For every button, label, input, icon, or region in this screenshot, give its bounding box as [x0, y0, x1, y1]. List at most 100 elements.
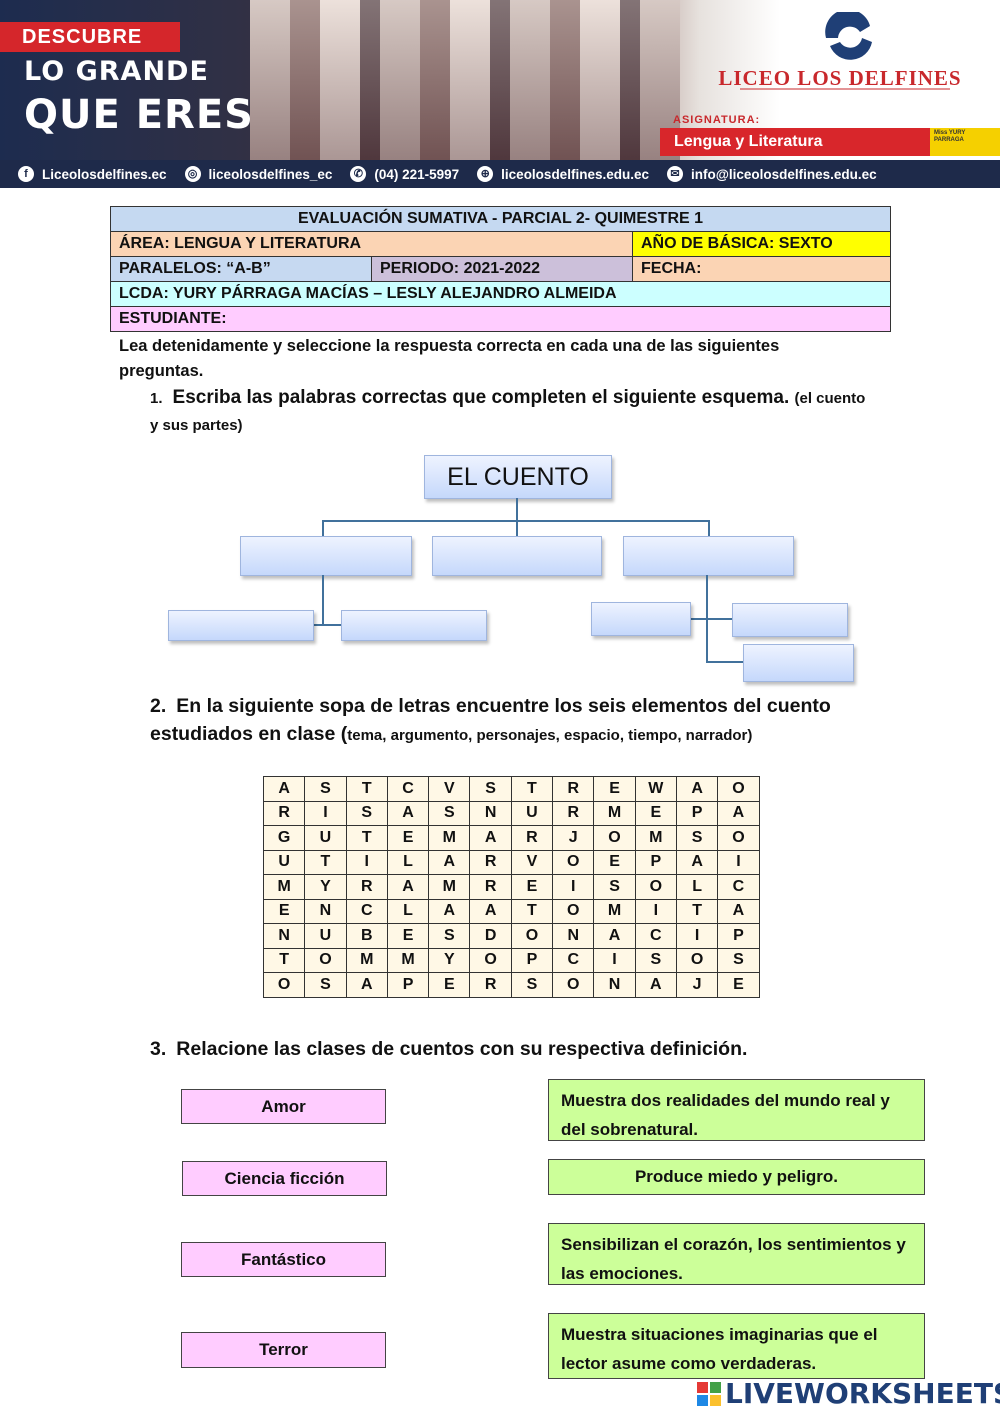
- word-search-cell[interactable]: A: [675, 849, 719, 875]
- word-search-cell[interactable]: T: [675, 898, 719, 924]
- word-search-cell[interactable]: P: [717, 923, 760, 949]
- word-search-cell[interactable]: E: [593, 776, 636, 802]
- answer-box-sub-4[interactable]: [732, 603, 848, 637]
- word-search-cell[interactable]: U: [304, 825, 347, 851]
- word-search-cell[interactable]: N: [552, 923, 595, 949]
- match-left-amor[interactable]: Amor: [181, 1089, 386, 1124]
- word-search-cell[interactable]: T: [262, 947, 306, 973]
- word-search-cell[interactable]: S: [469, 776, 512, 802]
- word-search-cell[interactable]: O: [717, 825, 760, 851]
- word-search-cell[interactable]: M: [428, 825, 471, 851]
- word-search-cell[interactable]: N: [262, 923, 306, 949]
- word-search-cell[interactable]: S: [675, 825, 719, 851]
- word-search-cell[interactable]: C: [717, 874, 760, 900]
- word-search-cell[interactable]: U: [304, 923, 347, 949]
- word-search-cell[interactable]: E: [593, 849, 636, 875]
- word-search-cell[interactable]: R: [552, 776, 595, 802]
- word-search-cell[interactable]: O: [552, 849, 595, 875]
- match-left-fantastico[interactable]: Fantástico: [181, 1242, 386, 1277]
- word-search-cell[interactable]: V: [428, 776, 471, 802]
- word-search-cell[interactable]: O: [675, 947, 719, 973]
- match-right-4[interactable]: Muestra situaciones imaginarias que el l…: [548, 1313, 925, 1379]
- word-search-cell[interactable]: M: [593, 898, 636, 924]
- answer-box-part-2[interactable]: [432, 536, 602, 576]
- match-right-1[interactable]: Muestra dos realidades del mundo real y …: [548, 1079, 925, 1141]
- word-search-cell[interactable]: S: [634, 947, 677, 973]
- student-cell[interactable]: ESTUDIANTE:: [110, 306, 891, 332]
- word-search-cell[interactable]: M: [428, 874, 471, 900]
- match-left-terror[interactable]: Terror: [181, 1332, 386, 1368]
- word-search-cell[interactable]: C: [386, 776, 430, 802]
- word-search-cell[interactable]: R: [262, 800, 306, 826]
- word-search-cell[interactable]: E: [262, 898, 306, 924]
- word-search-cell[interactable]: I: [345, 849, 388, 875]
- word-search-cell[interactable]: Y: [304, 874, 347, 900]
- word-search-cell[interactable]: N: [593, 972, 636, 998]
- word-search-cell[interactable]: T: [510, 898, 554, 924]
- word-search-cell[interactable]: E: [386, 825, 430, 851]
- word-search-cell[interactable]: J: [552, 825, 595, 851]
- answer-box-sub-5[interactable]: [743, 644, 854, 682]
- word-search-cell[interactable]: A: [634, 972, 677, 998]
- word-search-cell[interactable]: E: [386, 923, 430, 949]
- word-search-cell[interactable]: S: [345, 800, 388, 826]
- word-search-cell[interactable]: A: [428, 849, 471, 875]
- word-search-cell[interactable]: I: [552, 874, 595, 900]
- word-search-cell[interactable]: M: [593, 800, 636, 826]
- word-search-cell[interactable]: M: [386, 947, 430, 973]
- word-search-cell[interactable]: M: [345, 947, 388, 973]
- word-search-cell[interactable]: A: [345, 972, 388, 998]
- word-search-cell[interactable]: A: [675, 776, 719, 802]
- word-search-cell[interactable]: L: [386, 898, 430, 924]
- word-search-cell[interactable]: R: [469, 849, 512, 875]
- answer-box-sub-3[interactable]: [591, 602, 691, 636]
- word-search-cell[interactable]: W: [634, 776, 677, 802]
- word-search-cell[interactable]: I: [634, 898, 677, 924]
- answer-box-part-3[interactable]: [623, 536, 794, 576]
- answer-box-sub-2[interactable]: [341, 610, 487, 641]
- word-search-cell[interactable]: O: [552, 898, 595, 924]
- word-search-cell[interactable]: S: [510, 972, 554, 998]
- word-search-cell[interactable]: M: [634, 825, 677, 851]
- word-search-cell[interactable]: C: [634, 923, 677, 949]
- word-search-cell[interactable]: J: [675, 972, 719, 998]
- word-search-cell[interactable]: A: [386, 800, 430, 826]
- word-search-cell[interactable]: T: [510, 776, 554, 802]
- word-search-cell[interactable]: I: [593, 947, 636, 973]
- word-search-cell[interactable]: A: [262, 776, 306, 802]
- match-left-ciencia-ficcion[interactable]: Ciencia ficción: [182, 1161, 387, 1196]
- word-search-cell[interactable]: C: [552, 947, 595, 973]
- word-search-cell[interactable]: O: [510, 923, 554, 949]
- word-search-cell[interactable]: R: [345, 874, 388, 900]
- word-search-cell[interactable]: C: [345, 898, 388, 924]
- word-search-cell[interactable]: I: [717, 849, 760, 875]
- answer-box-part-1[interactable]: [240, 536, 412, 576]
- word-search-cell[interactable]: Y: [428, 947, 471, 973]
- word-search-cell[interactable]: O: [717, 776, 760, 802]
- word-search-cell[interactable]: L: [675, 874, 719, 900]
- word-search-cell[interactable]: T: [345, 776, 388, 802]
- fecha-cell[interactable]: FECHA:: [632, 256, 891, 282]
- word-search-cell[interactable]: O: [634, 874, 677, 900]
- word-search-cell[interactable]: T: [304, 849, 347, 875]
- word-search-cell[interactable]: O: [552, 972, 595, 998]
- word-search-cell[interactable]: E: [634, 800, 677, 826]
- word-search-cell[interactable]: A: [428, 898, 471, 924]
- word-search-cell[interactable]: U: [262, 849, 306, 875]
- word-search-cell[interactable]: R: [552, 800, 595, 826]
- match-right-3[interactable]: Sensibilizan el corazón, los sentimiento…: [548, 1223, 925, 1285]
- word-search-cell[interactable]: O: [304, 947, 347, 973]
- word-search-cell[interactable]: S: [717, 947, 760, 973]
- word-search-cell[interactable]: G: [262, 825, 306, 851]
- word-search-cell[interactable]: P: [675, 800, 719, 826]
- word-search-cell[interactable]: T: [345, 825, 388, 851]
- word-search-cell[interactable]: S: [428, 800, 471, 826]
- word-search-cell[interactable]: N: [304, 898, 347, 924]
- word-search-cell[interactable]: E: [428, 972, 471, 998]
- word-search-cell[interactable]: B: [345, 923, 388, 949]
- word-search-cell[interactable]: R: [469, 874, 512, 900]
- word-search-cell[interactable]: S: [428, 923, 471, 949]
- word-search-cell[interactable]: A: [717, 898, 760, 924]
- word-search-cell[interactable]: S: [593, 874, 636, 900]
